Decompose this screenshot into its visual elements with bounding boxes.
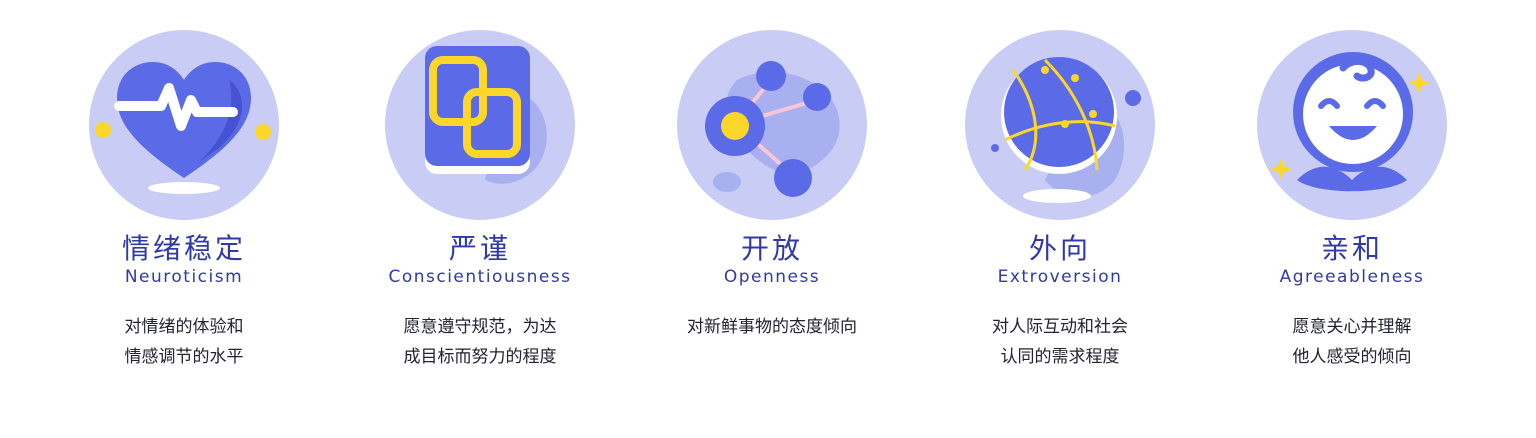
trait-description: 对人际互动和社会 认同的需求程度 bbox=[945, 312, 1175, 372]
trait-title-cn: 开放 bbox=[740, 232, 803, 265]
trait-title-cn: 亲和 bbox=[1320, 232, 1383, 265]
trait-title-en: Agreeableness bbox=[1279, 267, 1425, 287]
smiling-face-icon bbox=[1257, 30, 1447, 220]
trait-title-cn: 情绪稳定 bbox=[121, 232, 246, 265]
trait-description-line: 认同的需求程度 bbox=[1000, 347, 1120, 367]
trait-description: 愿意遵守规范，为达 成目标而努力的程度 bbox=[365, 312, 595, 372]
trait-card-agreeableness: 亲和 Agreeableness 愿意关心并理解 他人感受的倾向 bbox=[1202, 30, 1502, 372]
trait-description: 对情绪的体验和 情感调节的水平 bbox=[69, 312, 299, 372]
share-nodes-icon bbox=[677, 30, 867, 220]
trait-title-en: Neuroticism bbox=[124, 267, 244, 287]
trait-description: 愿意关心并理解 他人感受的倾向 bbox=[1237, 312, 1467, 372]
trait-description-line: 他人感受的倾向 bbox=[1292, 347, 1412, 367]
trait-description-line: 对新鲜事物的态度倾向 bbox=[687, 317, 857, 337]
trait-description-line: 情感调节的水平 bbox=[124, 347, 244, 367]
trait-description-line: 愿意遵守规范，为达 bbox=[403, 317, 557, 337]
trait-title-cn: 外向 bbox=[1028, 232, 1091, 265]
trait-card-neuroticism: 情绪稳定 Neuroticism 对情绪的体验和 情感调节的水平 bbox=[34, 30, 334, 372]
trait-description: 对新鲜事物的态度倾向 bbox=[657, 312, 887, 342]
trait-title-cn: 严谨 bbox=[448, 232, 511, 265]
trait-description-line: 成目标而努力的程度 bbox=[403, 347, 557, 367]
trait-card-conscientiousness: 严谨 Conscientiousness 愿意遵守规范，为达 成目标而努力的程度 bbox=[330, 30, 630, 372]
trait-description-line: 愿意关心并理解 bbox=[1292, 317, 1412, 337]
trait-card-openness: 开放 Openness 对新鲜事物的态度倾向 bbox=[622, 30, 922, 342]
trait-title-en: Conscientiousness bbox=[388, 267, 572, 287]
chain-link-icon bbox=[385, 30, 575, 220]
globe-icon bbox=[965, 30, 1155, 220]
trait-card-extroversion: 外向 Extroversion 对人际互动和社会 认同的需求程度 bbox=[910, 30, 1210, 372]
trait-description-line: 对情绪的体验和 bbox=[124, 317, 244, 337]
trait-description-line: 对人际互动和社会 bbox=[992, 317, 1128, 337]
trait-title-en: Openness bbox=[723, 267, 821, 287]
trait-title-en: Extroversion bbox=[997, 267, 1123, 287]
heart-pulse-icon bbox=[89, 30, 279, 220]
